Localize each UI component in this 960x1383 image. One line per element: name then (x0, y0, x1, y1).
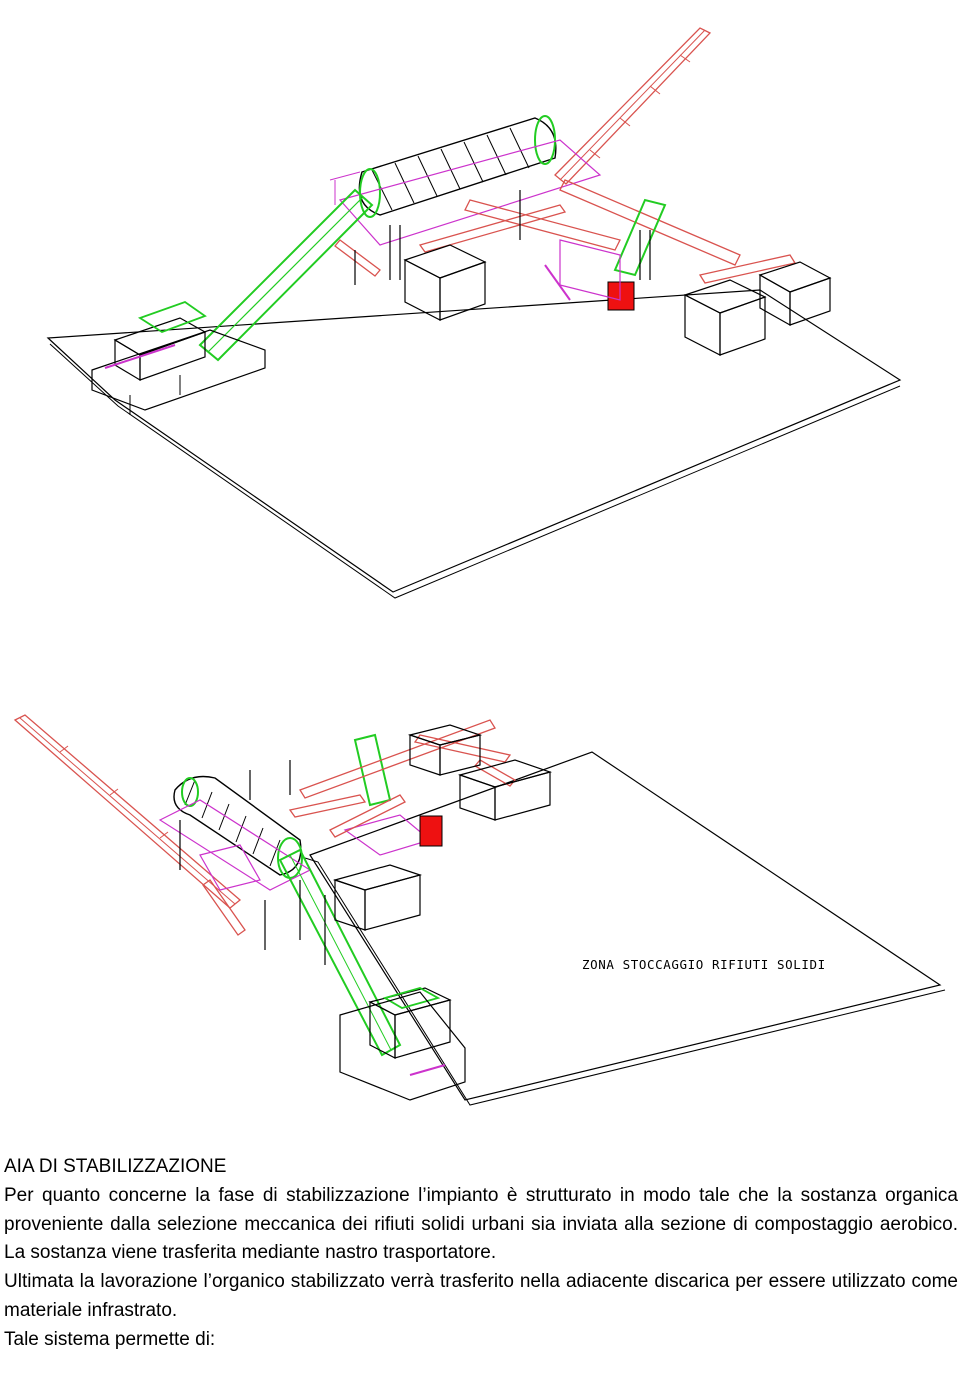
paragraph-system-intro: Tale sistema permette di: (4, 1328, 216, 1350)
inclined-conveyor-top (554, 27, 712, 185)
section-heading: AIA DI STABILIZZAZIONE (4, 1156, 227, 1177)
rotary-drum (173, 775, 303, 879)
paragraph-stabilization: Per quanto concerne la fase di stabilizz… (4, 1184, 958, 1264)
container-1 (403, 244, 487, 321)
ground-slab (309, 751, 942, 1101)
container-3 (407, 724, 483, 776)
red-equipment-unit (419, 815, 443, 847)
green-elevator-conveyor (198, 188, 374, 362)
container-2 (683, 279, 767, 356)
plant-drawing-2: ZONA STOCCAGGIO RIFIUTI SOLIDI (13, 714, 946, 1106)
container-2 (457, 759, 553, 821)
support-structure (354, 190, 651, 285)
ground-slab-edge (49, 343, 901, 599)
ground-slab (46, 289, 902, 593)
feed-hopper (339, 987, 466, 1101)
transfer-conveyors (334, 179, 797, 284)
transfer-conveyors (202, 719, 516, 936)
section-text: AIA DI STABILIZZAZIONE Per quanto concer… (4, 1153, 958, 1355)
plant-drawing-1 (46, 27, 902, 599)
support-structure (179, 760, 326, 965)
plant-isometric-view-1 (0, 0, 960, 610)
inclined-conveyor-left (13, 714, 242, 909)
storage-zone-label: ZONA STOCCAGGIO RIFIUTI SOLIDI (582, 957, 826, 972)
container-1 (332, 864, 423, 931)
drum-platform (329, 139, 602, 246)
secondary-elevator (544, 198, 667, 311)
green-elevator-conveyor (278, 733, 402, 1057)
paragraph-transfer: Ultimata la lavorazione l’organico stabi… (4, 1271, 958, 1321)
ground-slab-edge (304, 857, 946, 1106)
feed-hopper (91, 300, 266, 415)
rotary-drum (358, 115, 557, 218)
plant-isometric-view-2: ZONA STOCCAGGIO RIFIUTI SOLIDI (0, 680, 960, 1120)
container-3 (758, 261, 832, 327)
red-equipment-unit (607, 281, 635, 311)
